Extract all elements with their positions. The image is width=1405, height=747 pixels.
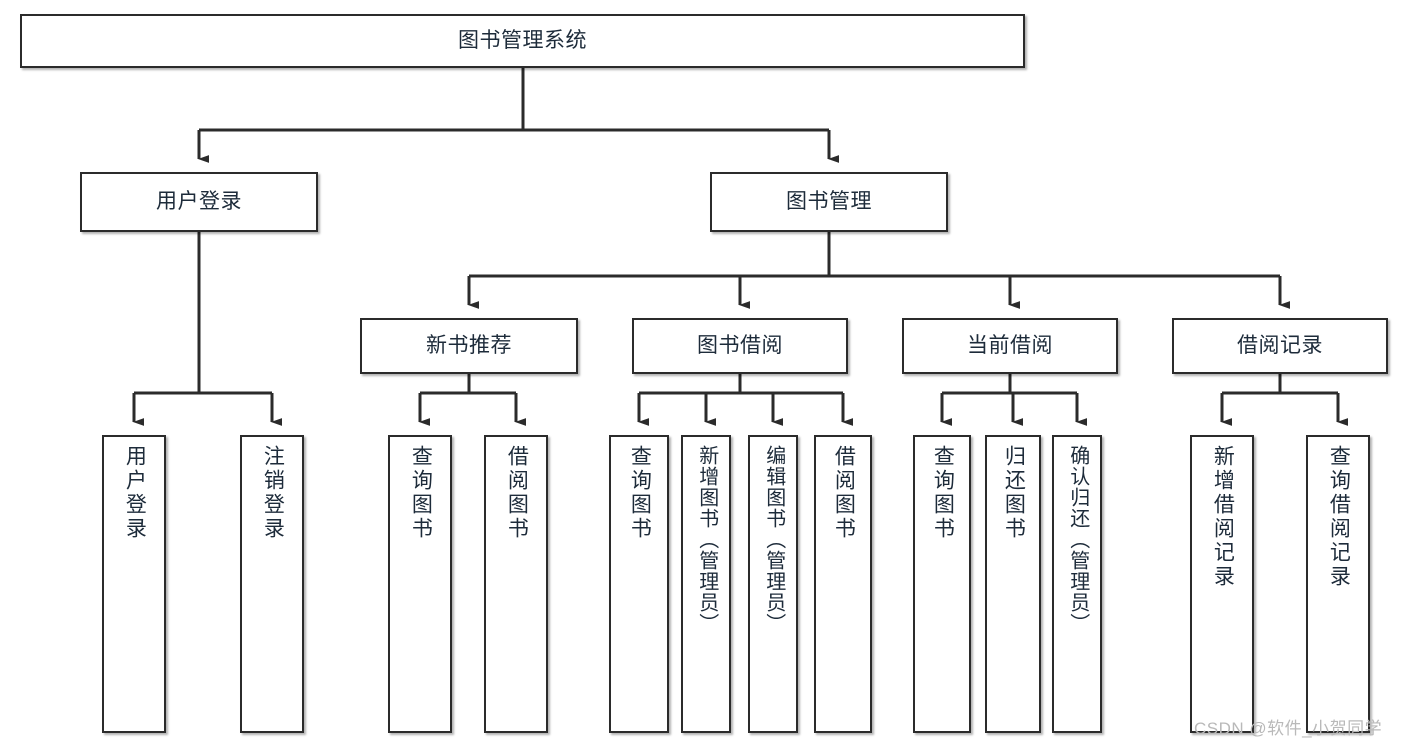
node-label: 借阅图书 bbox=[505, 445, 529, 541]
node-label: 新增图书（管理员） bbox=[695, 445, 718, 634]
node-label: 借阅图书 bbox=[832, 445, 856, 541]
node-leaf-borrow2[interactable]: 借阅图书 bbox=[814, 435, 872, 733]
node-label: 注销登录 bbox=[261, 445, 285, 541]
node-leaf-borrow1[interactable]: 借阅图书 bbox=[484, 435, 548, 733]
node-leaf-query3[interactable]: 查询图书 bbox=[913, 435, 971, 733]
node-root[interactable]: 图书管理系统 bbox=[20, 14, 1025, 68]
node-label: 用户登录 bbox=[123, 445, 147, 541]
node-label: 归还图书 bbox=[1002, 445, 1026, 541]
node-leaf-return[interactable]: 归还图书 bbox=[985, 435, 1041, 733]
node-label: 图书管理 bbox=[786, 189, 872, 213]
node-label: 借阅记录 bbox=[1237, 333, 1323, 357]
node-label: 查询图书 bbox=[409, 445, 433, 541]
node-label: 图书管理系统 bbox=[458, 28, 587, 52]
node-label: 查询借阅记录 bbox=[1327, 445, 1351, 589]
node-leaf-query1[interactable]: 查询图书 bbox=[388, 435, 452, 733]
node-leaf-addrec[interactable]: 新增借阅记录 bbox=[1190, 435, 1254, 733]
node-label: 查询图书 bbox=[931, 445, 955, 541]
node-label: 确认归还（管理员） bbox=[1066, 445, 1089, 634]
node-leaf-query2[interactable]: 查询图书 bbox=[609, 435, 669, 733]
node-label: 查询图书 bbox=[628, 445, 652, 541]
node-label: 用户登录 bbox=[156, 189, 242, 213]
node-label: 编辑图书（管理员） bbox=[762, 445, 785, 634]
node-label: 图书借阅 bbox=[697, 333, 783, 357]
node-label: 新增借阅记录 bbox=[1211, 445, 1235, 589]
node-currentborrow[interactable]: 当前借阅 bbox=[902, 318, 1118, 374]
node-leaf-addbook[interactable]: 新增图书（管理员） bbox=[681, 435, 731, 733]
node-leaf-userlogin[interactable]: 用户登录 bbox=[102, 435, 166, 733]
node-login[interactable]: 用户登录 bbox=[80, 172, 318, 232]
node-label: 新书推荐 bbox=[426, 333, 512, 357]
node-borrowrecord[interactable]: 借阅记录 bbox=[1172, 318, 1388, 374]
csdn-watermark: CSDN @软件_小贺同学 bbox=[1194, 719, 1383, 738]
node-leaf-confirm[interactable]: 确认归还（管理员） bbox=[1052, 435, 1102, 733]
node-borrowbook[interactable]: 图书借阅 bbox=[632, 318, 848, 374]
node-label: 当前借阅 bbox=[967, 333, 1053, 357]
node-newbooks[interactable]: 新书推荐 bbox=[360, 318, 578, 374]
node-leaf-logout[interactable]: 注销登录 bbox=[240, 435, 304, 733]
node-leaf-editbook[interactable]: 编辑图书（管理员） bbox=[748, 435, 798, 733]
node-bookmgmt[interactable]: 图书管理 bbox=[710, 172, 948, 232]
node-leaf-queryrec[interactable]: 查询借阅记录 bbox=[1306, 435, 1370, 733]
